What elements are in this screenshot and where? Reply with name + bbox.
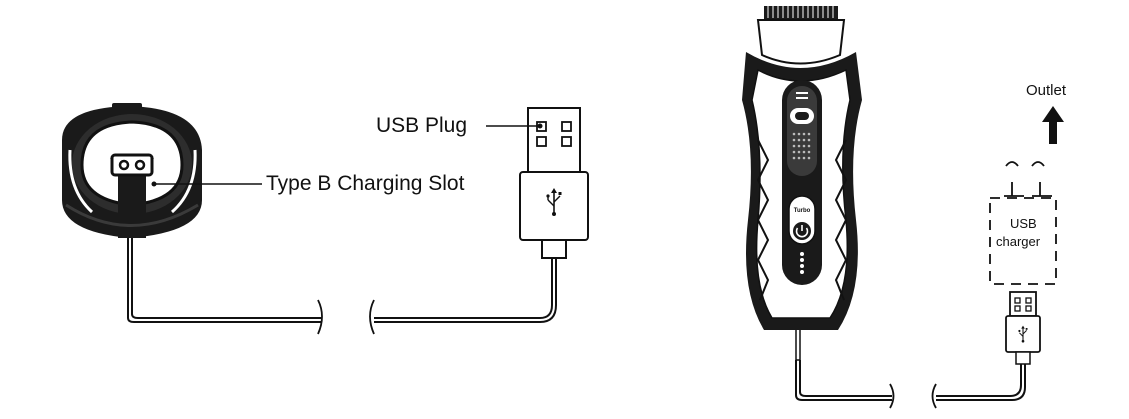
clipper bbox=[742, 6, 937, 409]
usb-plug bbox=[374, 107, 589, 323]
usb-plug-label: USB Plug bbox=[376, 114, 468, 137]
usb-icon bbox=[546, 188, 562, 216]
usb-charger bbox=[936, 161, 1057, 401]
outlet-label: Outlet bbox=[1026, 82, 1067, 99]
charging-base bbox=[62, 103, 375, 335]
charging-slot-label: Type B Charging Slot bbox=[266, 172, 465, 195]
usb-icon bbox=[1018, 325, 1028, 343]
usb-charger-label-line1: USB bbox=[1010, 216, 1037, 231]
power-icon bbox=[795, 225, 809, 238]
turbo-label: Turbo bbox=[794, 208, 811, 214]
outlet-arrow bbox=[1042, 106, 1064, 144]
slot-leader bbox=[151, 181, 262, 187]
usb-charger-label-line2: charger bbox=[996, 234, 1041, 249]
